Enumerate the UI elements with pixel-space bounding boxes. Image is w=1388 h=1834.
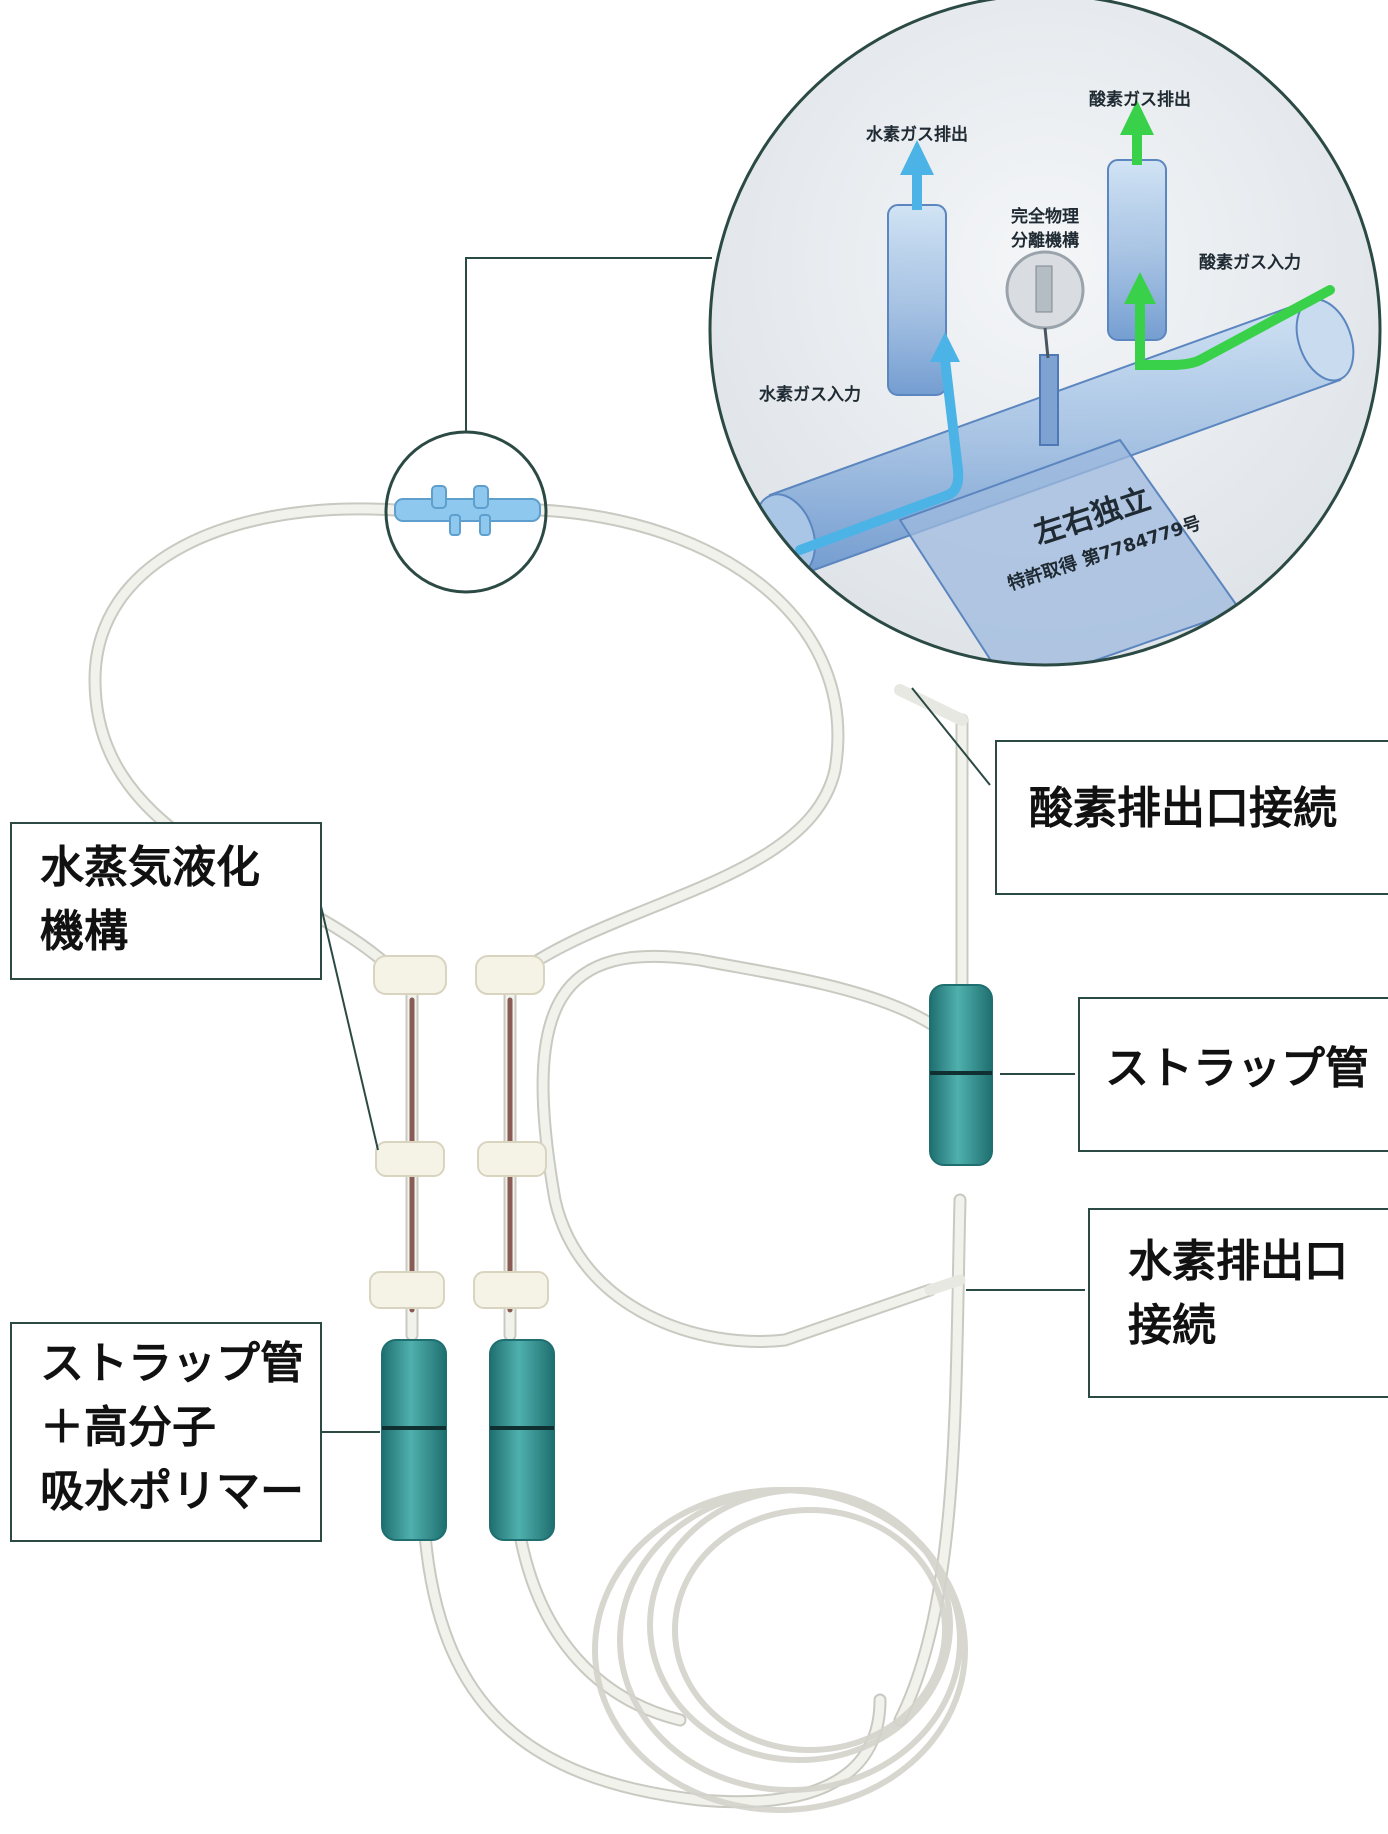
zoom-leader-line [465,257,712,432]
callout-vapor-liquefaction: 水蒸気液化 機構 [10,822,322,980]
leader-lines [319,687,1085,1433]
callout-strap-tube-line-1: ストラップ管 [1105,1043,1369,1094]
callout-oxygen-outlet: 酸素排出口接続 [995,740,1388,895]
water-traps [381,984,993,1541]
callout-strap-tube: ストラップ管 [1078,997,1388,1152]
callout-hydrogen-outlet-line-2: 接続 [1128,1299,1216,1351]
callout-strap-polymer-line-2: ＋高分子 [40,1401,216,1453]
callout-strap-polymer-line-3: 吸水ポリマー [40,1465,304,1517]
callout-oxygen-outlet-line-1: 酸素排出口接続 [1029,783,1337,834]
callout-hydrogen-outlet: 水素排出口 接続 [1088,1208,1388,1398]
foam-rings [369,955,549,1309]
inset-oxygen-in-label: 酸素ガス入力 [1199,252,1301,273]
nasal-connector [394,485,541,536]
inset-oxygen-out-label: 酸素ガス排出 [1089,89,1191,110]
callout-vapor-liquefaction-line-1: 水蒸気液化 [40,842,260,893]
callout-strap-polymer-line-1: ストラップ管 [40,1338,304,1389]
inset-magnifier: 水素ガス排出 酸素ガス排出 完全物理 分離機構 酸素ガス入力 水素ガス入力 左右… [708,0,1382,667]
inset-hydrogen-out-label: 水素ガス排出 [866,124,968,145]
inset-separation-label-1: 完全物理 [1011,206,1079,227]
callout-strap-polymer: ストラップ管 ＋高分子 吸水ポリマー [10,1322,322,1542]
inset-separation-label-2: 分離機構 [1011,230,1079,251]
inset-hydrogen-in-label: 水素ガス入力 [759,384,861,405]
callout-vapor-liquefaction-line-2: 機構 [40,905,128,957]
callout-hydrogen-outlet-line-1: 水素排出口 [1128,1236,1348,1287]
